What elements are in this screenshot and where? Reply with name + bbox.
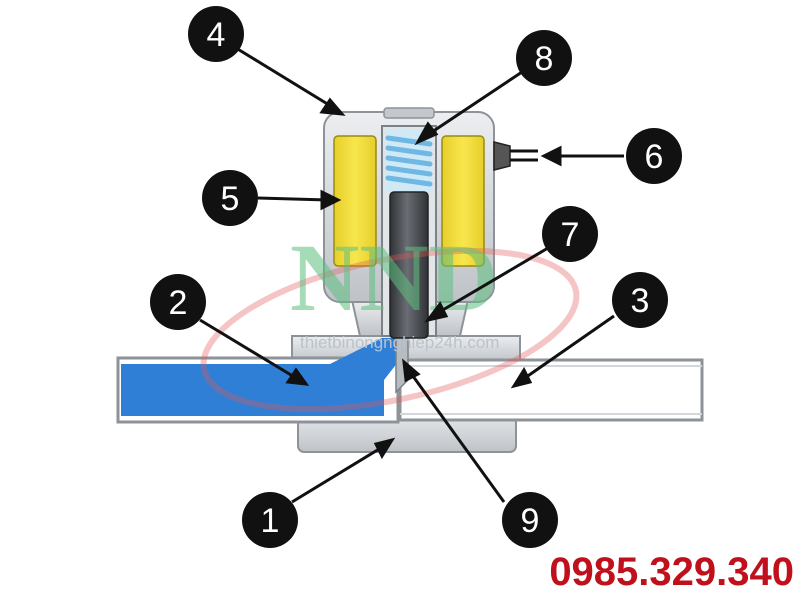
chamber-fluid <box>330 338 398 416</box>
svg-text:6: 6 <box>645 138 664 176</box>
svg-text:8: 8 <box>535 40 554 78</box>
callout-2: 2 <box>150 274 206 330</box>
solenoid-coil <box>333 135 485 267</box>
coil-right <box>441 135 485 267</box>
callout-7: 7 <box>542 206 598 262</box>
callout-6: 6 <box>626 128 682 184</box>
electrical-connector <box>493 141 538 171</box>
callout-1: 1 <box>242 492 298 548</box>
phone-number: 0985.329.340 <box>549 550 794 594</box>
outlet-pipe <box>398 358 704 422</box>
svg-text:4: 4 <box>207 16 226 54</box>
plunger <box>389 191 429 339</box>
inlet-pipe <box>116 338 400 424</box>
svg-text:3: 3 <box>631 282 650 320</box>
svg-text:2: 2 <box>169 284 188 322</box>
callout-5: 5 <box>202 170 258 226</box>
watermark-url: thietbinongnghiep24h.com <box>300 333 499 352</box>
callout-8: 8 <box>516 30 572 86</box>
watermark: NND thietbinongnghiep24h.com <box>200 224 580 413</box>
svg-text:9: 9 <box>521 502 540 540</box>
callout-9: 9 <box>502 492 558 548</box>
svg-text:1: 1 <box>261 502 280 540</box>
callout-4: 4 <box>188 6 244 62</box>
svg-text:5: 5 <box>221 180 240 218</box>
callout-3: 3 <box>612 272 668 328</box>
svg-text:7: 7 <box>561 216 580 254</box>
leader-lines <box>199 46 624 504</box>
watermark-logo: NND <box>290 224 498 331</box>
